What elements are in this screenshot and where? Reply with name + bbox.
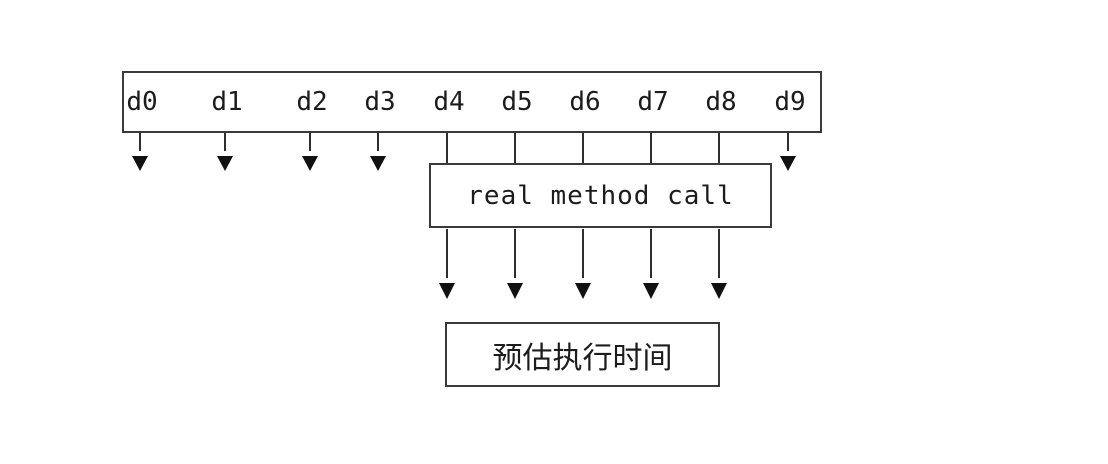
real-method-call-box: real method call [429, 163, 772, 228]
arrowhead-d9 [780, 156, 796, 171]
slot-label-d2: d2 [296, 87, 328, 117]
input-slots-box: d0 d1 d2 d3 d4 d5 d6 d7 d8 d9 [122, 71, 822, 133]
arrowhead-call-out-2 [507, 283, 523, 299]
slot-label-d6: d6 [569, 87, 601, 117]
arrowhead-d3 [370, 156, 386, 171]
slot-label-d9: d9 [774, 87, 806, 117]
slot-label-d5: d5 [501, 87, 533, 117]
slot-label-d1: d1 [211, 87, 243, 117]
estimated-execution-time-box: 预估执行时间 [445, 322, 720, 387]
real-method-call-label: real method call [467, 180, 734, 211]
slot-label-d7: d7 [637, 87, 669, 117]
arrowhead-call-out-4 [643, 283, 659, 299]
arrowhead-d1 [217, 156, 233, 171]
estimated-execution-time-label: 预估执行时间 [492, 340, 673, 376]
slot-label-d8: d8 [705, 87, 737, 117]
arrowhead-d2 [302, 156, 318, 171]
arrowhead-d0 [132, 156, 148, 171]
arrowhead-call-out-3 [575, 283, 591, 299]
arrowhead-call-out-1 [439, 283, 455, 299]
arrowhead-call-out-5 [711, 283, 727, 299]
slot-label-d0: d0 [126, 87, 158, 117]
slot-label-d4: d4 [433, 87, 465, 117]
slot-label-d3: d3 [364, 87, 396, 117]
